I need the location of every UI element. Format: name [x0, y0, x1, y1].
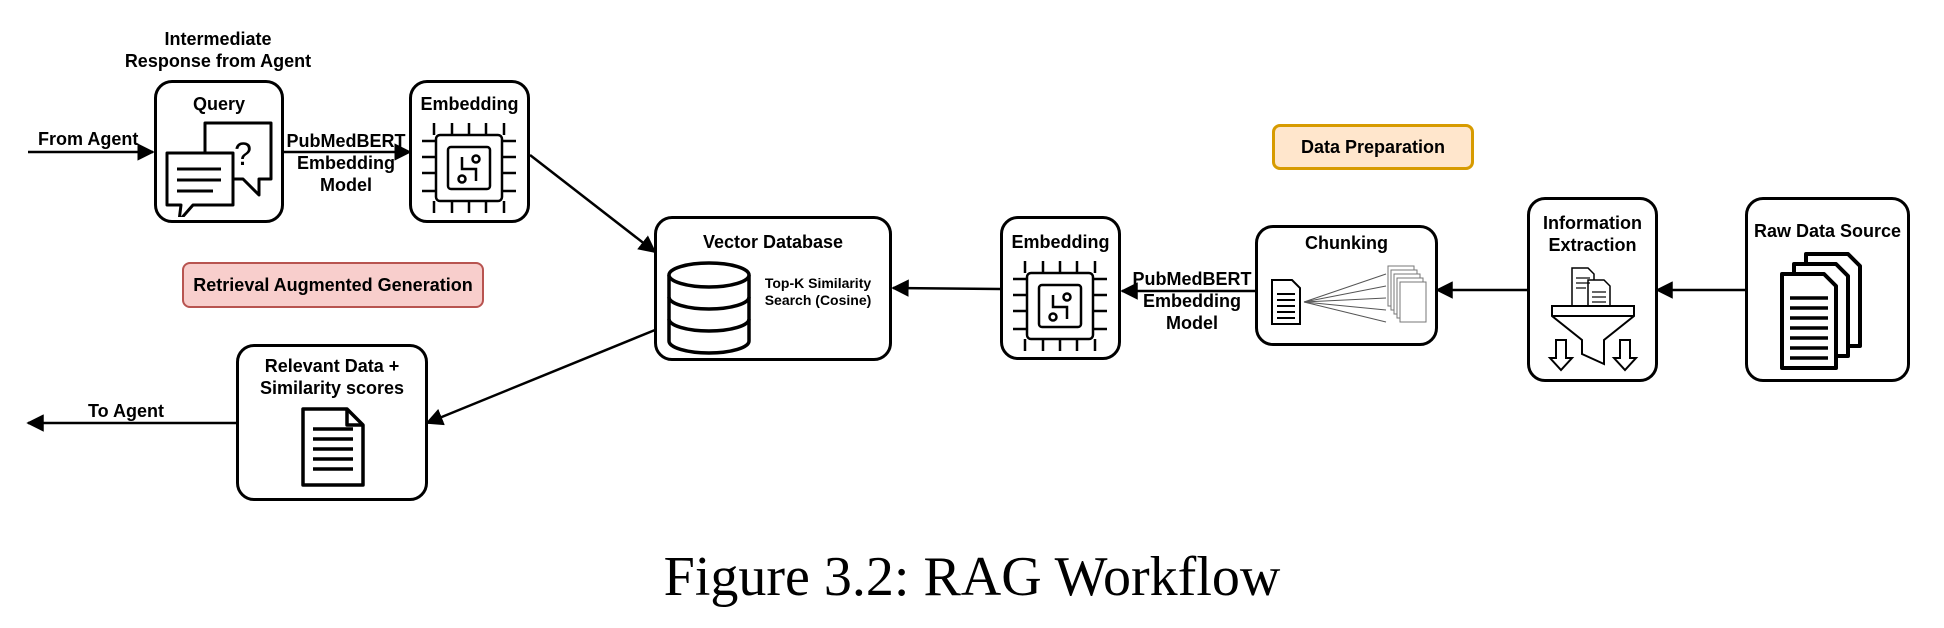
information-extraction-box: Information Extraction: [1527, 197, 1658, 382]
chat-bubbles-icon: ?: [165, 121, 273, 217]
arrow-embedding-to-vector-db: [529, 154, 657, 254]
relevant-data-box: Relevant Data + Similarity scores: [236, 344, 428, 501]
embedding-left-label: Embedding: [420, 94, 519, 114]
vector-database-box: Vector Database Top-K Similarity Search …: [654, 216, 892, 361]
to-agent-label: To Agent: [88, 401, 164, 421]
data-preparation-tag: Data Preparation: [1272, 124, 1474, 170]
top-k-search-label: Top-K Similarity Search (Cosine): [764, 275, 872, 308]
document-icon: [301, 407, 365, 487]
pubmedbert-right-label: PubMedBERT Embedding Model: [1132, 269, 1252, 333]
raw-data-source-box: Raw Data Source: [1745, 197, 1910, 382]
embedding-right-box: Embedding: [1000, 216, 1121, 360]
retrieval-augmented-generation-tag: Retrieval Augmented Generation: [182, 262, 484, 308]
chunking-label: Chunking: [1305, 233, 1388, 253]
intermediate-response-label: Intermediate Response from Agent: [124, 29, 312, 71]
raw-data-source-label: Raw Data Source: [1753, 221, 1902, 241]
document-stack-icon: [1780, 252, 1862, 370]
chip-icon: [1013, 261, 1107, 351]
embedding-right-label: Embedding: [1011, 232, 1110, 252]
query-box: Query ?: [154, 80, 284, 223]
chip-icon: [422, 123, 516, 213]
vector-database-label: Vector Database: [702, 232, 844, 252]
figure-caption: Figure 3.2: RAG Workflow: [663, 546, 1281, 608]
svg-text:?: ?: [234, 136, 252, 172]
arrow-embedding-to-vector-db-right: [891, 279, 1001, 297]
query-label: Query: [192, 94, 246, 114]
funnel-extraction-icon: [1547, 267, 1639, 372]
from-agent-label: From Agent: [38, 129, 139, 149]
embedding-left-box: Embedding: [409, 80, 530, 223]
relevant-data-label: Relevant Data + Similarity scores: [259, 356, 405, 398]
information-extraction-label: Information Extraction: [1543, 213, 1642, 255]
chunk-documents-icon: [1271, 265, 1427, 325]
arrow-vector-db-to-relevant: [425, 328, 656, 426]
chunking-box: Chunking: [1255, 225, 1438, 346]
database-icon: [667, 261, 751, 355]
pubmedbert-left-label: PubMedBERT Embedding Model: [286, 131, 406, 195]
